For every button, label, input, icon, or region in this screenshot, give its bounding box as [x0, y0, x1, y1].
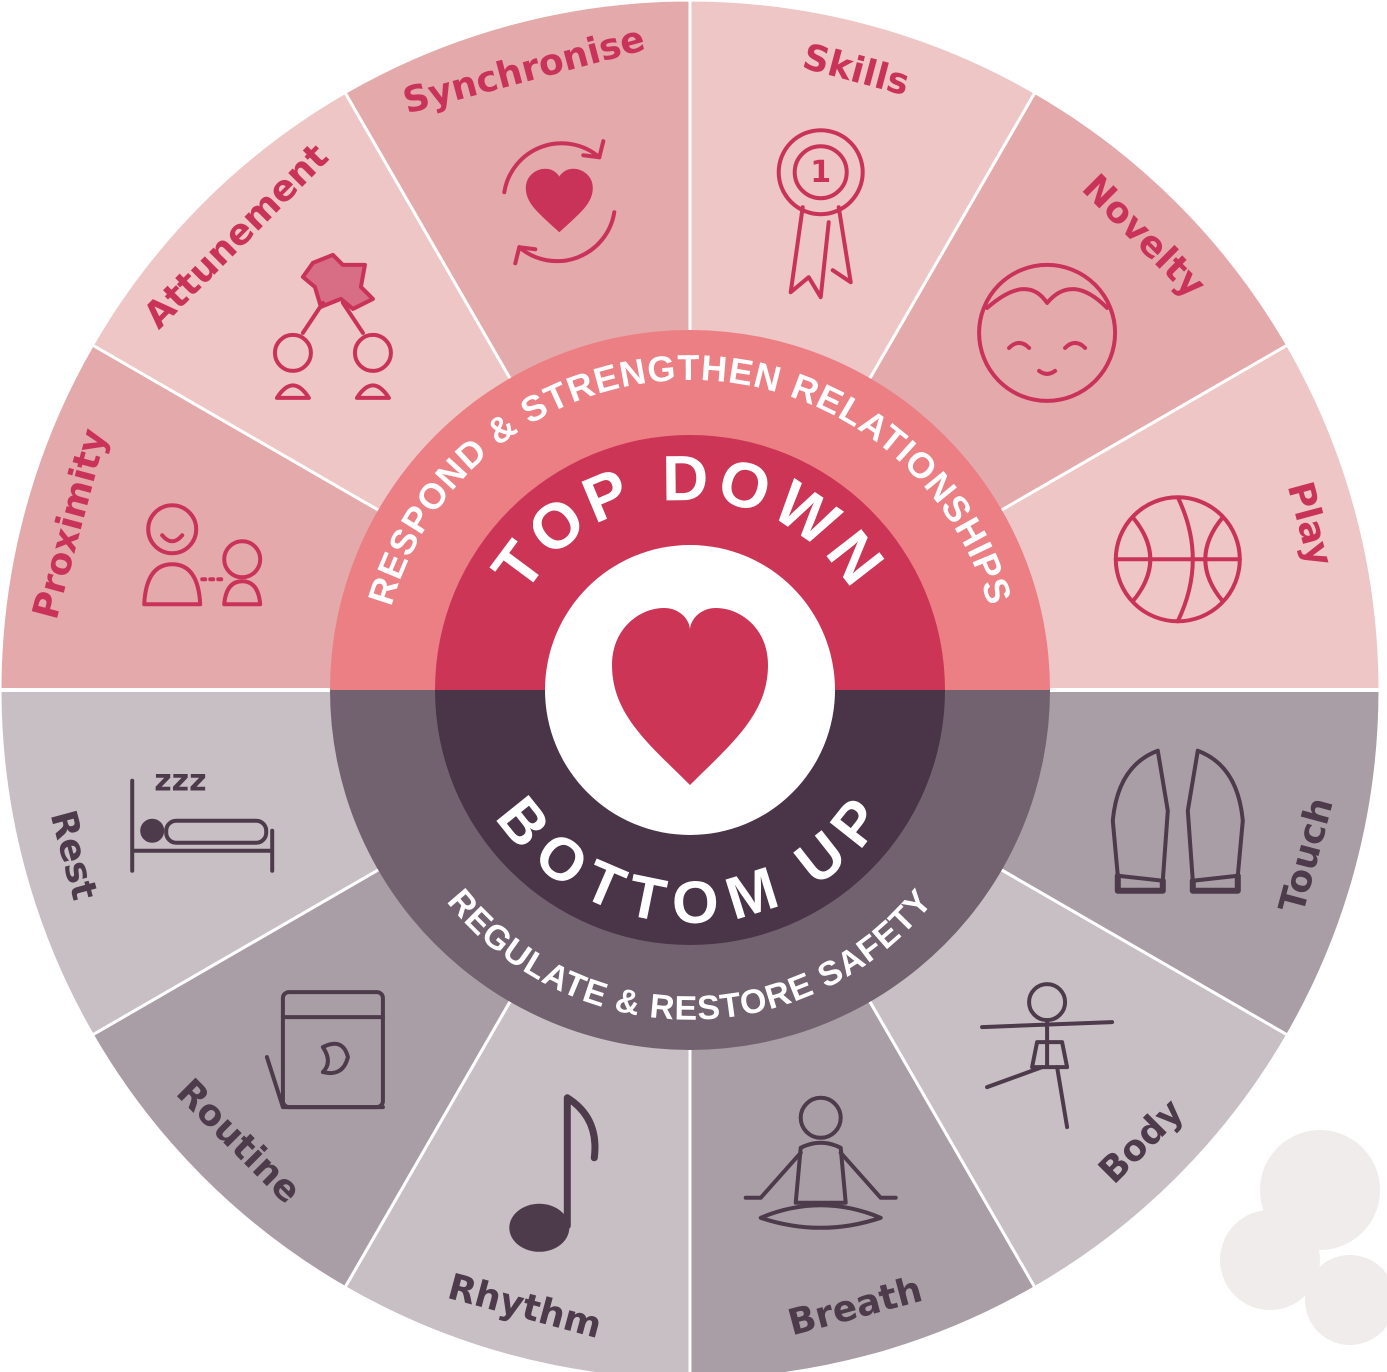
play-ball-icon [1113, 495, 1242, 624]
synchronise-icon [502, 139, 617, 266]
touch-hands-icon [1110, 748, 1245, 894]
rest-bed-icon: zzz [130, 764, 275, 873]
body-stretch-icon [980, 982, 1115, 1130]
skills-rosette-icon: 1 [776, 128, 865, 300]
routine-calendar-icon [264, 990, 385, 1110]
rhythm-note-icon [509, 1094, 599, 1252]
attunement-icon [272, 252, 393, 400]
segment-icons: 1 zzz [130, 128, 1245, 1252]
novelty-face-icon [977, 262, 1118, 403]
background-splash [1220, 1130, 1387, 1345]
svg-text:zzz: zzz [154, 764, 206, 799]
breath-meditation-icon [743, 1095, 898, 1230]
svg-text:1: 1 [810, 155, 831, 190]
center-rings [330, 330, 1050, 1050]
proximity-icon [142, 503, 263, 607]
heart-icon [612, 608, 768, 785]
